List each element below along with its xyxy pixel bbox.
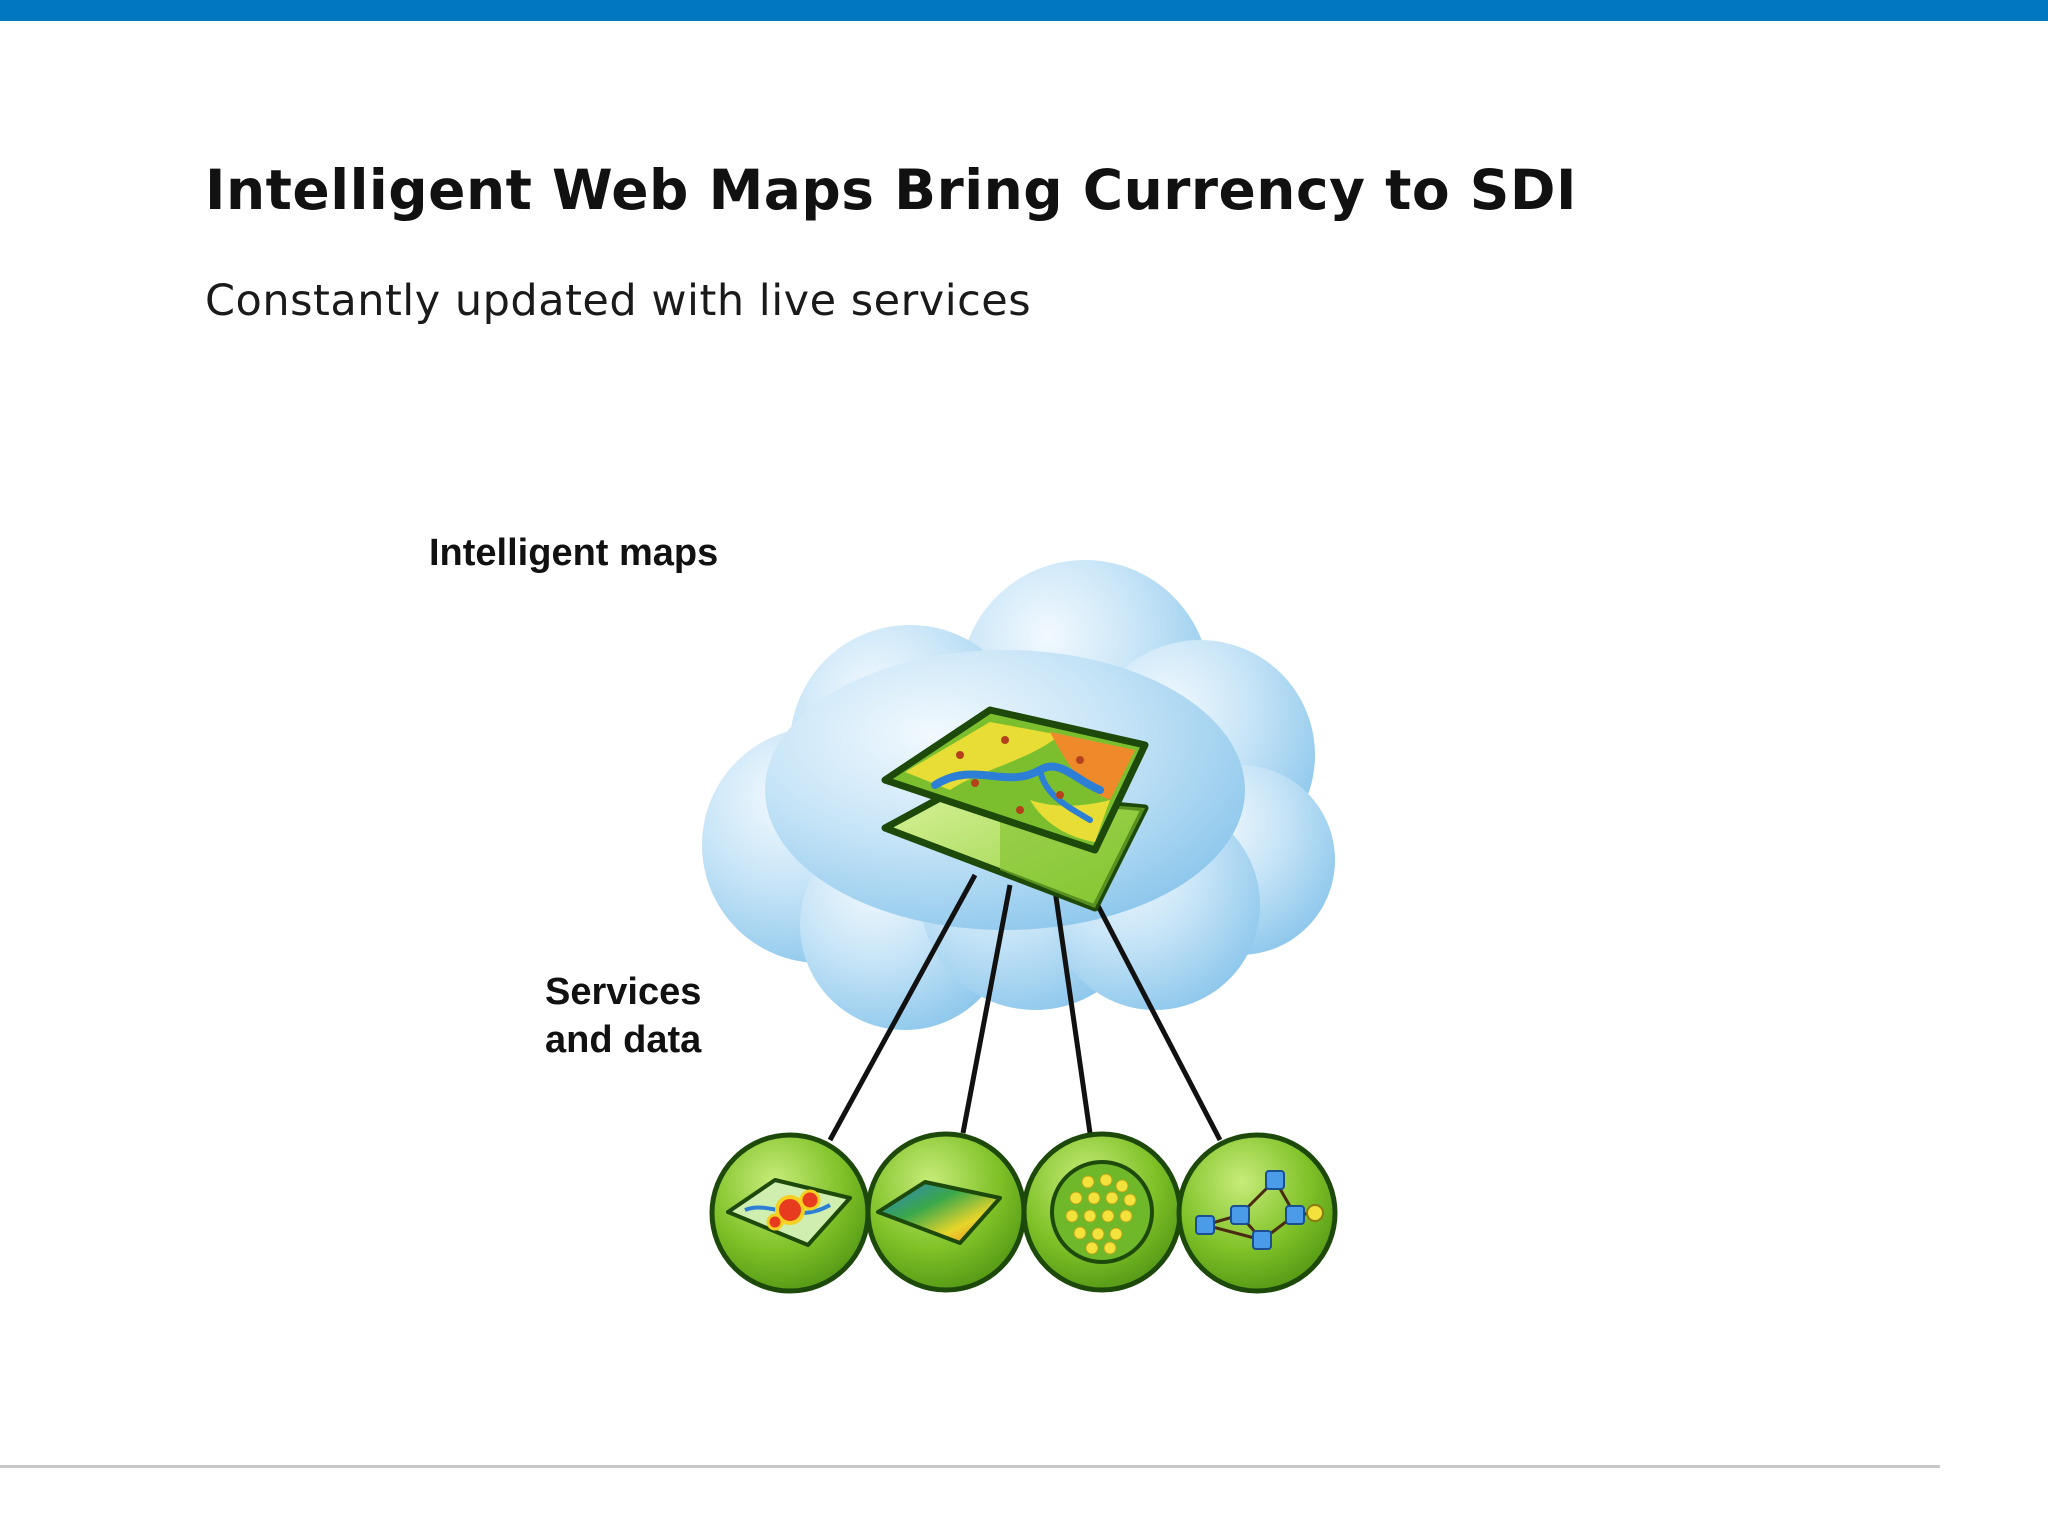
services-label-line2: and data [545, 1019, 702, 1061]
services-and-data-label: Services and data [545, 968, 701, 1064]
services-label-line1: Services [545, 971, 702, 1013]
bottom-divider [0, 1465, 1940, 1468]
slide-title: Intelligent Web Maps Bring Currency to S… [205, 158, 1578, 222]
network-service-icon [1176, 1132, 1338, 1294]
slide-subtitle: Constantly updated with live services [205, 276, 1032, 326]
intelligent-maps-label: Intelligent maps [429, 532, 719, 574]
top-accent-bar [0, 0, 2048, 21]
feature-service-icon [709, 1132, 871, 1294]
point-data-service-icon [1021, 1131, 1183, 1293]
web-map-layers-icon [881, 706, 1149, 912]
imagery-service-icon [865, 1131, 1027, 1293]
connector-lines [827, 873, 1223, 1142]
